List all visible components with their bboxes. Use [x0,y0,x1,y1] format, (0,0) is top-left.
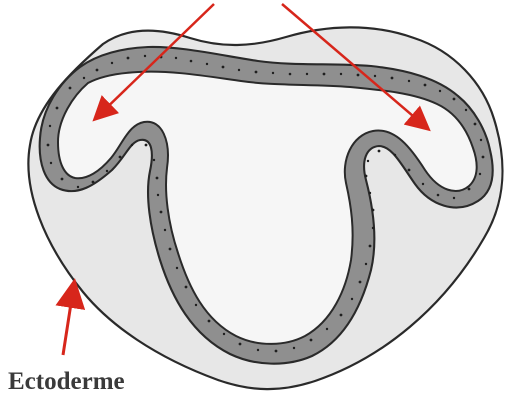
ectoderm-label: Ectoderme [8,368,125,395]
ectoderm-pointer-arrow [63,284,74,355]
